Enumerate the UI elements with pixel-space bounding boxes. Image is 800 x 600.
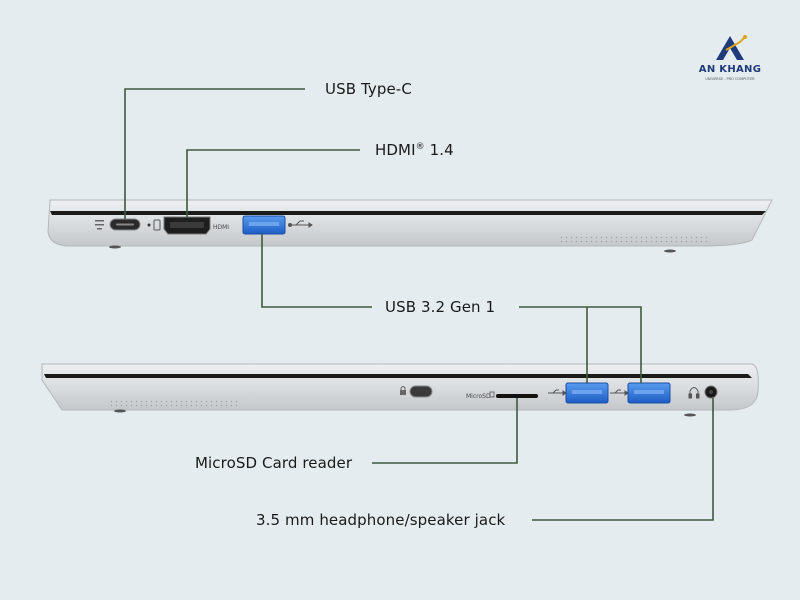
label-usb-3-2-gen-1: USB 3.2 Gen 1 [385, 298, 496, 316]
leader-line-microsd [372, 398, 518, 464]
vent-grille [560, 236, 710, 244]
logo-tagline: UNIVERSE - PRO COMPUTER [705, 77, 755, 81]
thunderbolt-icon [95, 220, 104, 230]
label-hdmi-version: 1.4 [424, 141, 454, 159]
usb-symbol-icon [610, 389, 629, 396]
label-hdmi-registered-mark: ® [415, 142, 425, 152]
leader-line-usb-c [124, 88, 305, 219]
laptop-left-side: HDMI [47, 199, 773, 253]
logo-brand-text: AN KHANG [698, 64, 762, 75]
sd-card-icon [489, 391, 495, 398]
microsd-marking: MicroSD [466, 393, 491, 400]
leader-line-usb-bottom [519, 306, 642, 383]
microsd-slot [496, 394, 538, 398]
rubber-foot [109, 245, 121, 249]
leader-line-audio [532, 398, 714, 521]
headset-icon [688, 387, 700, 399]
label-hdmi-name: HDMI [375, 141, 416, 159]
usb-symbol-icon [288, 220, 313, 228]
lid-seam [50, 211, 766, 215]
laptop-right-side: MicroSD [41, 363, 759, 417]
label-microsd-card-reader: MicroSD Card reader [195, 454, 353, 472]
lock-icon [400, 386, 406, 395]
kensington-lock-slot [409, 385, 433, 398]
leader-line-hdmi [186, 149, 360, 217]
hdmi-marking: HDMI [213, 224, 229, 231]
label-usb-type-c: USB Type-C [325, 80, 412, 98]
label-audio-jack: 3.5 mm headphone/speaker jack [256, 511, 506, 529]
rubber-foot [684, 413, 696, 417]
vent-grille [108, 400, 238, 408]
rubber-foot [114, 409, 126, 413]
an-khang-logo-mark [716, 35, 747, 60]
usb-symbol-icon [548, 389, 567, 396]
battery-icon [153, 219, 161, 231]
leader-lines [124, 88, 714, 521]
label-hdmi: HDMI® 1.4 [375, 141, 454, 159]
an-khang-logo: AN KHANG UNIVERSE - PRO COMPUTER [695, 36, 765, 88]
power-led [147, 223, 151, 227]
lid-seam [44, 374, 752, 378]
leader-line-usb-top [261, 234, 372, 308]
rubber-foot [664, 249, 676, 253]
